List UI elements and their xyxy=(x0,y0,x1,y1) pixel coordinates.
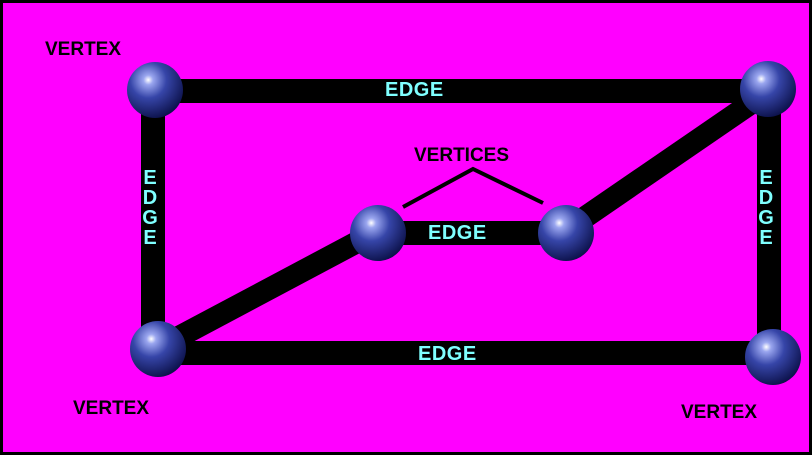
edge-diagonal-lower xyxy=(152,221,384,358)
vertex-label-bottom-left: VERTEX xyxy=(73,398,150,419)
vertex-bottom-left xyxy=(130,321,186,377)
vertex-top-left xyxy=(127,62,183,118)
vertices-pointer xyxy=(402,166,544,209)
vertex-middle-left xyxy=(350,205,406,261)
edge-label-middle: EDGE xyxy=(428,222,487,244)
edge-label-left: EDGE xyxy=(142,167,158,249)
edges xyxy=(141,79,781,365)
vertex-bottom-right xyxy=(745,329,801,385)
edge-diagonal-upper xyxy=(558,81,776,241)
graph-drawing xyxy=(127,61,801,385)
vertex-middle-right xyxy=(538,205,594,261)
vertices-label: VERTICES xyxy=(414,145,510,166)
vertices xyxy=(127,61,801,385)
edge-label-right: EDGE xyxy=(758,167,774,249)
edge-label-bottom: EDGE xyxy=(418,343,477,365)
vertex-top-right xyxy=(740,61,796,117)
vertex-label-bottom-right: VERTEX xyxy=(681,402,758,423)
edge-label-top: EDGE xyxy=(385,79,444,101)
vertex-label-top-left: VERTEX xyxy=(45,39,122,60)
